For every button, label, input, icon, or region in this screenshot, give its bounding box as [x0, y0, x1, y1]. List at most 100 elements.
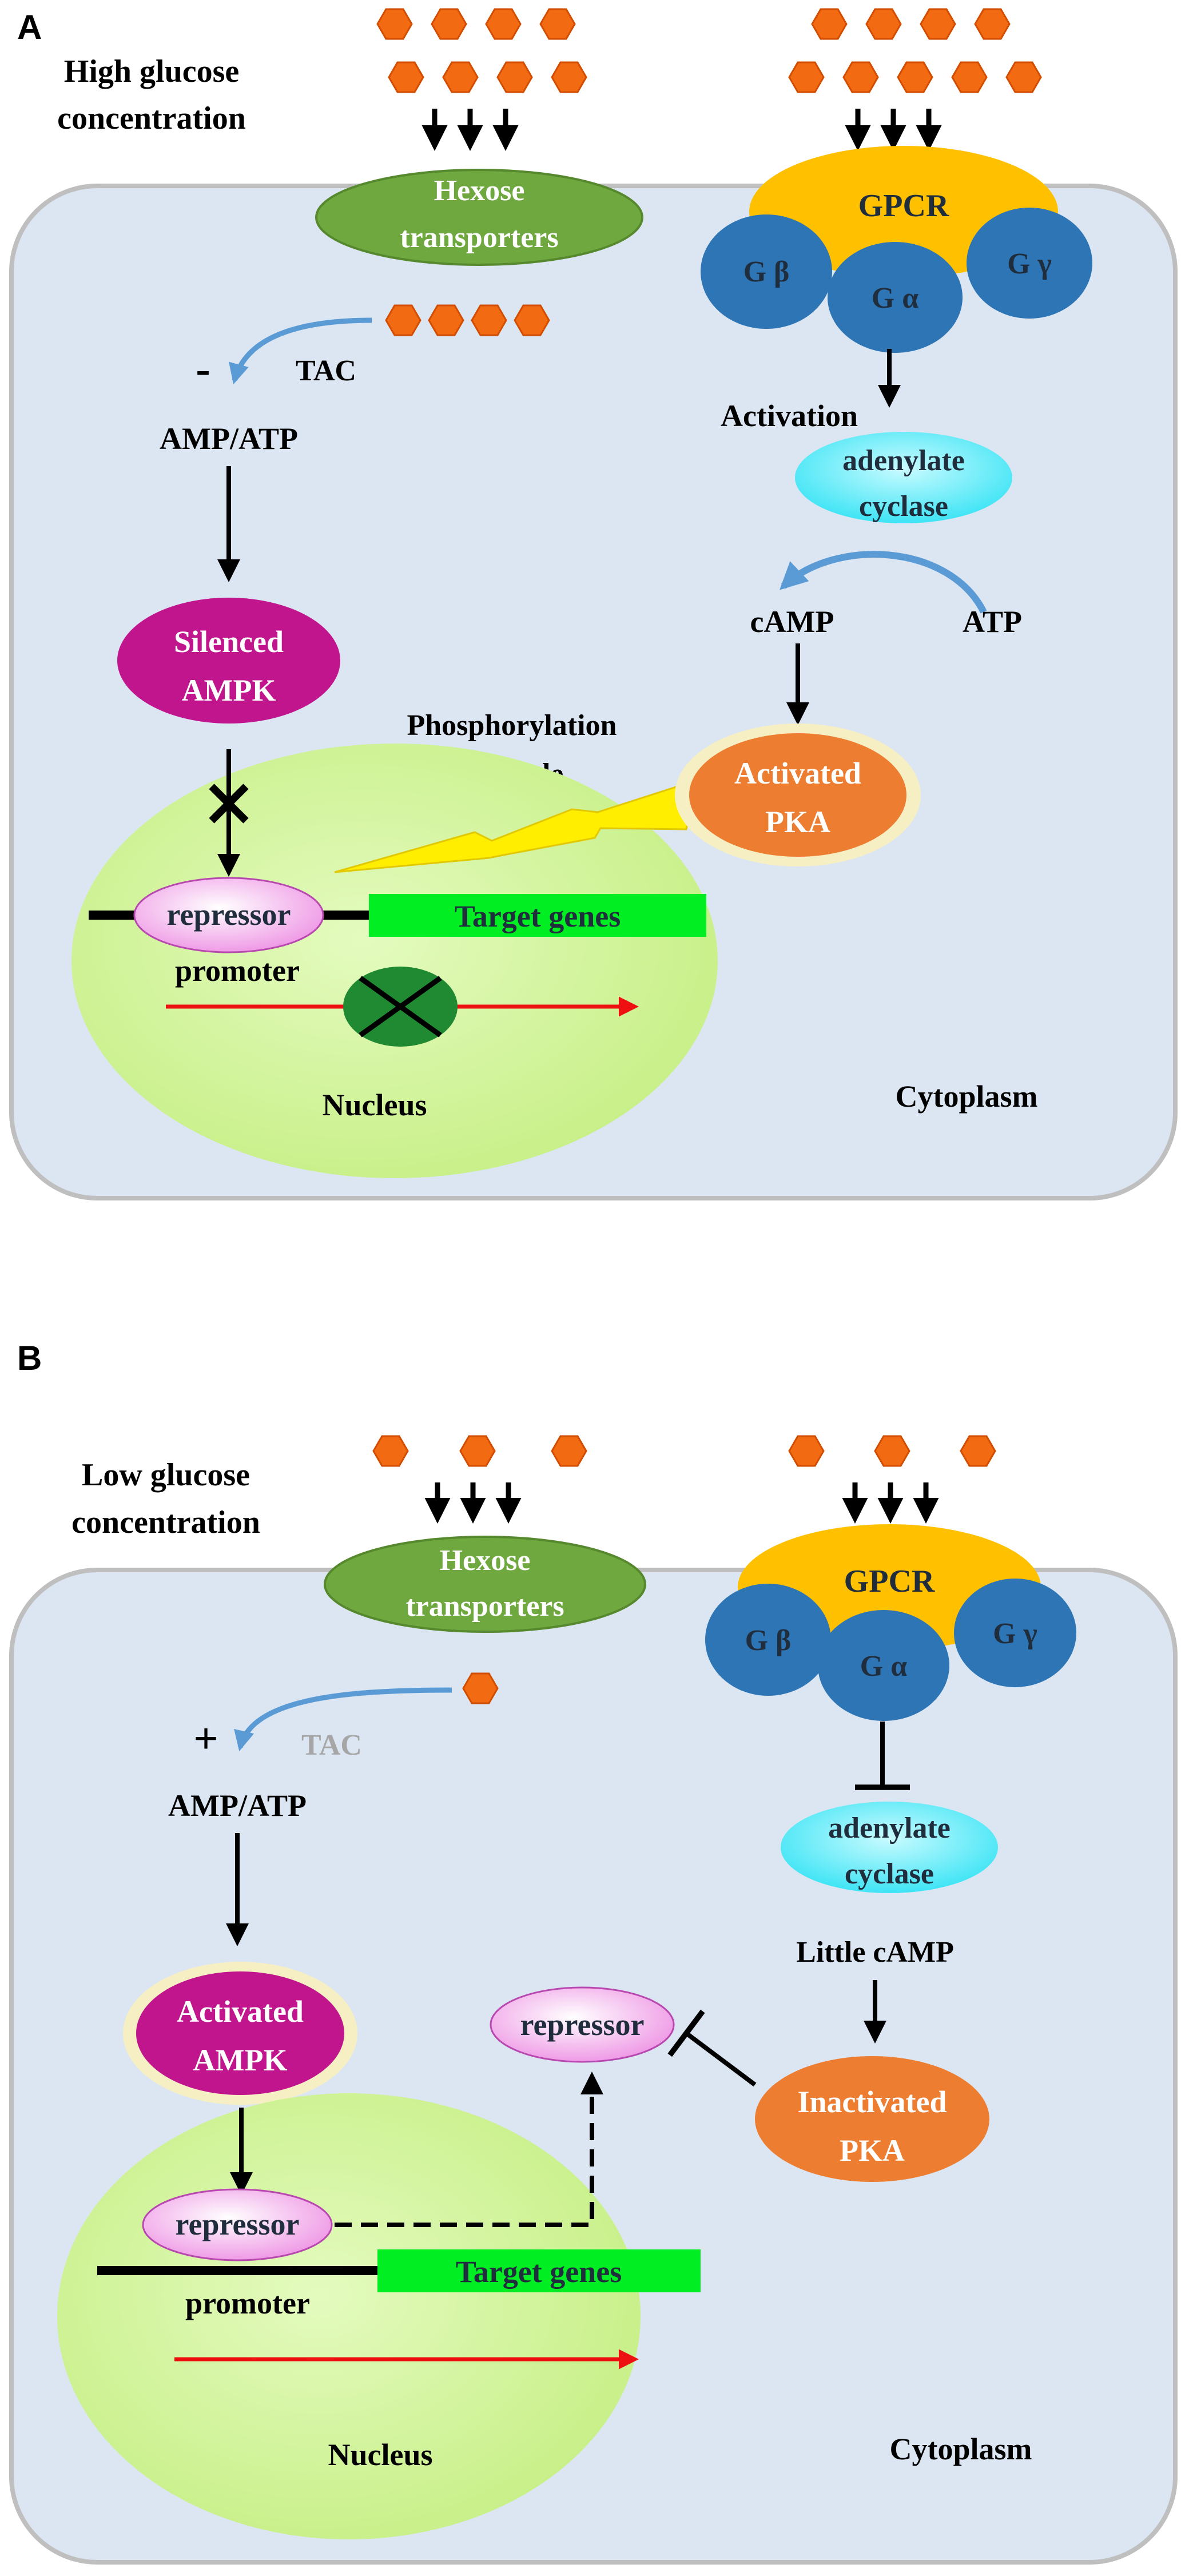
repressor-export-arrow [335, 2072, 603, 2227]
glucose-molecule [431, 8, 467, 40]
glucose-molecule [496, 61, 533, 93]
condition-label-b-line2: concentration [71, 1505, 260, 1540]
glucose-molecule [514, 304, 550, 336]
glucose-molecule [788, 61, 825, 93]
pka-label-b-line2: PKA [840, 2133, 905, 2168]
glucose-uptake-arrows-a [421, 109, 942, 151]
glucose-cluster-a-left [376, 8, 587, 93]
tac-label-a: TAC [296, 355, 356, 387]
hexose-label-line2: transporters [405, 1590, 564, 1623]
gpcr-label: GPCR [858, 188, 949, 224]
cytoplasm-label-b: Cytoplasm [889, 2432, 1032, 2466]
nucleus-label-b: Nucleus [328, 2438, 432, 2472]
gpcr-complex-a: GPCR G β G γ G α [701, 146, 1092, 353]
hexose-label-line2: transporters [400, 221, 558, 254]
panel-a: A High glucose concentration [9, 8, 1178, 1200]
activated-pka: Activated PKA [675, 723, 921, 866]
pka-inhibits-repressor [667, 2009, 757, 2087]
glucose-molecule [442, 61, 479, 93]
glucose-molecule [459, 1435, 496, 1467]
adenylate-cyclase-a: adenylate cyclase [795, 432, 1012, 523]
panel-b-letter: B [17, 1339, 42, 1377]
adenylate-cyclase-b: adenylate cyclase [781, 1802, 998, 1893]
g-alpha-subunit [828, 242, 963, 353]
glucose-molecule [842, 61, 879, 93]
adenylate-label-line2: cyclase [845, 1858, 934, 1890]
repressor-nucleus-b: repressor [142, 2188, 333, 2261]
pka-label-b-line1: Inactivated [798, 2085, 947, 2119]
tac-arrow-a [229, 317, 372, 384]
g-gamma-label: G γ [993, 1617, 1037, 1650]
glucose-molecule [372, 1435, 409, 1467]
glucose-molecule [874, 1435, 910, 1467]
glucose-molecule [539, 8, 576, 40]
rna-polymerase-blocked [343, 967, 458, 1047]
pka-label-a-line2: PKA [765, 805, 830, 839]
glucose-molecule [897, 61, 933, 93]
tac-arrow-b [234, 1687, 452, 1752]
activated-ampk: Activated AMPK [123, 1962, 357, 2105]
glucose-molecule [1005, 61, 1042, 93]
atp-to-camp-arrow [780, 551, 987, 614]
glucose-molecule [385, 304, 421, 336]
pka-label-a-line1: Activated [734, 756, 861, 790]
repressor-a: repressor [133, 877, 324, 953]
repressor-label-a: repressor [167, 897, 291, 932]
panel-a-letter: A [17, 8, 42, 46]
glucose-molecule [471, 304, 507, 336]
glucose-molecule [462, 1672, 499, 1704]
glucose-uptake-arrows-b [424, 1482, 939, 1524]
adenylate-label-line1: adenylate [842, 444, 965, 477]
nucleus-label-a: Nucleus [322, 1088, 427, 1122]
adenylate-label-line2: cyclase [859, 490, 948, 523]
g-gamma-subunit [954, 1579, 1076, 1687]
glucose-molecule [920, 8, 956, 40]
g-alpha-label: G α [860, 1650, 907, 1683]
glucose-molecule [428, 304, 464, 336]
hexose-transporters-b: Hexose transporters [324, 1536, 646, 1633]
target-genes-b: Target genes [377, 2249, 701, 2292]
promoter-label-b: promoter [185, 2286, 310, 2320]
condition-label-a-line2: concentration [57, 101, 246, 136]
glucose-molecule [788, 1435, 825, 1467]
little-camp-label: Little cAMP [796, 1936, 954, 1969]
glucose-molecule [551, 1435, 587, 1467]
amp-atp-label-b: AMP/ATP [168, 1788, 307, 1823]
repressor-cyto-label: repressor [520, 2007, 645, 2042]
atp-label-a: ATP [963, 605, 1022, 639]
blocked-cross-a [209, 784, 249, 824]
glucose-molecule [485, 8, 522, 40]
g-gamma-label: G γ [1007, 248, 1052, 280]
glucose-molecule [960, 1435, 996, 1467]
glucose-cluster-a-right [788, 8, 1042, 93]
promoter-label-a: promoter [175, 953, 300, 988]
glucose-cluster-b-left [372, 1435, 587, 1467]
glucose-molecule [551, 61, 587, 93]
cytoplasm-label-a: Cytoplasm [895, 1079, 1037, 1114]
ampk-label-a-line2: AMPK [182, 673, 276, 707]
hexose-label-line1: Hexose [440, 1544, 531, 1577]
target-genes-label-a: Target genes [455, 899, 621, 933]
glucose-inner-b [462, 1672, 499, 1704]
glucose-molecule [865, 8, 902, 40]
hexose-label-line1: Hexose [434, 174, 525, 207]
repressor-nuc-label: repressor [176, 2207, 300, 2241]
repressor-cytoplasm-b: repressor [490, 1986, 675, 2063]
ampk-label-a-line1: Silenced [174, 625, 284, 659]
g-gamma-subunit [967, 208, 1092, 319]
panel-b: B Low glucose concentration Hexos [9, 1339, 1178, 2565]
glucose-molecule [974, 8, 1011, 40]
silenced-ampk: Silenced AMPK [117, 598, 340, 723]
glucose-molecule [388, 61, 424, 93]
inactivated-pka: Inactivated PKA [755, 2056, 989, 2182]
g-beta-subunit [701, 214, 832, 329]
g-alpha-subunit [818, 1610, 949, 1721]
condition-label-a-line1: High glucose [64, 54, 239, 89]
g-beta-label: G β [745, 1624, 792, 1657]
g-alpha-label: G α [872, 282, 918, 315]
hexose-transporters-a: Hexose transporters [315, 169, 643, 266]
g-beta-label: G β [743, 256, 790, 288]
nucleus-b [57, 2093, 641, 2539]
ampk-label-b-line1: Activated [177, 1994, 304, 2029]
